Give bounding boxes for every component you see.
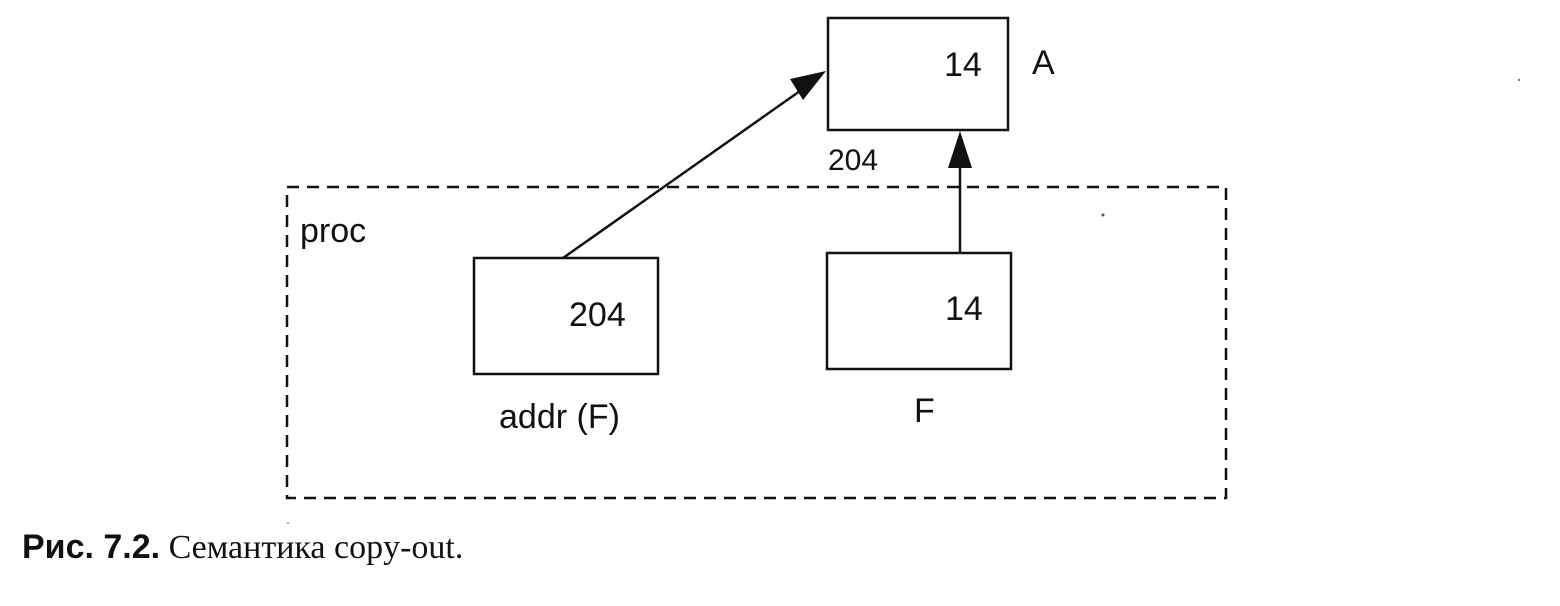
copy-out-arrowhead xyxy=(948,131,972,168)
address-pointer-arrow xyxy=(562,89,801,260)
variable-a-address: 204 xyxy=(828,144,878,177)
addr-f-label: addr (F) xyxy=(499,398,620,436)
variable-a-name: A xyxy=(1032,44,1055,82)
proc-label: proc xyxy=(300,212,366,250)
scan-speck xyxy=(1517,78,1521,82)
f-label: F xyxy=(914,392,935,430)
variable-a-value: 14 xyxy=(944,46,982,84)
f-value: 14 xyxy=(945,290,983,328)
variable-a-box xyxy=(826,16,1010,132)
address-pointer-arrowhead xyxy=(790,71,826,100)
proc-frame xyxy=(285,185,1228,500)
scan-speck xyxy=(287,522,289,524)
caption-text: Семантика copy-out. xyxy=(168,529,464,566)
figure-caption: Рис. 7.2. Семантика copy-out. xyxy=(22,528,463,567)
caption-number: Рис. 7.2. xyxy=(22,528,161,566)
addr-f-box xyxy=(472,256,660,376)
f-box xyxy=(825,251,1013,371)
scan-speck xyxy=(1101,213,1105,217)
addr-f-value: 204 xyxy=(569,296,626,334)
